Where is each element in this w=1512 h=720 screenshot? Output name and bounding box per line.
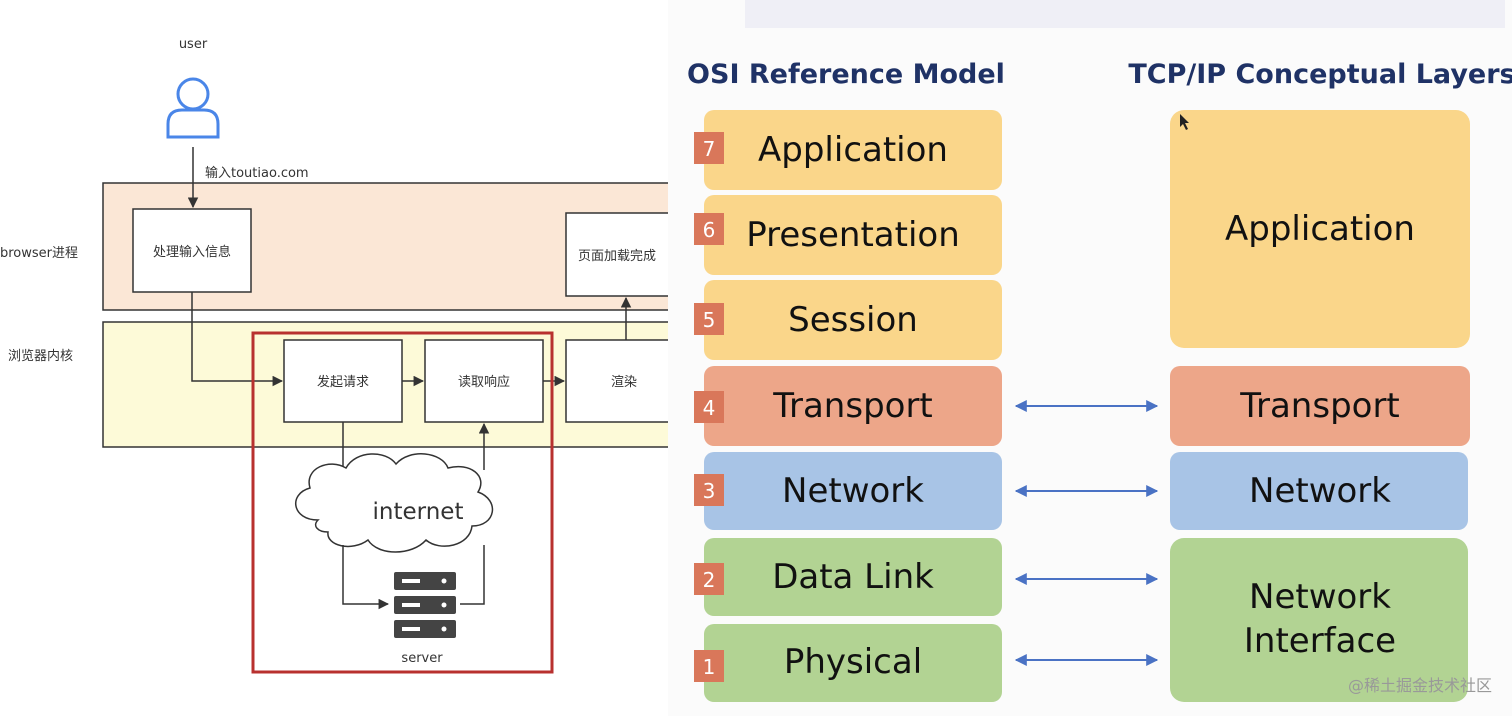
read-response-box	[424, 339, 544, 423]
read-response-text: 读取响应	[458, 374, 510, 390]
tcpip-title: TCP/IP Conceptual Layers	[1128, 59, 1512, 90]
send-request-text: 发起请求	[317, 374, 369, 390]
browser-process-label: browser进程	[0, 246, 78, 261]
osi-title: OSI Reference Model	[687, 59, 1005, 90]
osi-layer-6	[704, 195, 1002, 275]
server-icon	[394, 572, 456, 638]
tcpip-layer-network	[1170, 452, 1468, 530]
handle-input-text: 处理输入信息	[153, 244, 231, 260]
tcpip-name-application: Application	[1225, 209, 1415, 249]
osi-badge-3	[694, 474, 724, 506]
osi-badge-5	[694, 303, 724, 335]
osi-num-5: 5	[703, 308, 716, 332]
user-icon	[166, 77, 220, 139]
osi-name-5: Session	[788, 300, 918, 340]
tcpip-name-transport: Transport	[1239, 386, 1400, 426]
network-frame	[251, 331, 554, 674]
osi-badge-7	[694, 132, 724, 164]
server-label: server	[401, 651, 443, 666]
osi-badge-1	[694, 650, 724, 682]
tcpip-name-network: Network	[1249, 471, 1391, 511]
browser-flow-diagram: browser进程 浏览器内核 user 输入toutiao.com 处理输入信…	[0, 37, 684, 674]
mouse-cursor-icon	[1180, 114, 1189, 130]
top-image-strip	[745, 0, 1505, 28]
render-text: 渲染	[611, 375, 637, 390]
osi-layer-4	[704, 366, 1002, 446]
osi-num-1: 1	[703, 655, 716, 679]
osi-layer-3	[704, 452, 1002, 530]
osi-name-6: Presentation	[746, 215, 960, 255]
watermark: @稀土掘金技术社区	[1348, 676, 1492, 695]
input-url-label: 输入toutiao.com	[205, 165, 309, 181]
osi-badge-4	[694, 391, 724, 423]
osi-layer-1	[704, 624, 1002, 702]
osi-layer-2	[704, 538, 1002, 616]
osi-num-2: 2	[703, 568, 716, 592]
osi-num-4: 4	[703, 396, 716, 420]
page-loaded-text: 页面加载完成	[578, 249, 656, 264]
tcpip-name-network-interface-line2: Interface	[1244, 621, 1396, 661]
osi-name-4: Transport	[772, 386, 933, 426]
tcpip-layer-transport	[1170, 366, 1470, 446]
internet-cloud	[294, 453, 494, 553]
osi-num-7: 7	[703, 137, 716, 161]
osi-name-1: Physical	[784, 642, 922, 682]
osi-name-3: Network	[782, 471, 924, 511]
tcpip-name-network-interface-line1: Network	[1249, 577, 1391, 617]
osi-tcpip-diagram: OSI Reference Model TCP/IP Conceptual La…	[668, 0, 1512, 716]
user-label: user	[179, 37, 208, 52]
osi-name-2: Data Link	[772, 557, 934, 597]
osi-badge-6	[694, 213, 724, 245]
osi-layer-5	[704, 280, 1002, 360]
osi-num-3: 3	[703, 479, 716, 503]
tcpip-layer-application	[1170, 110, 1470, 348]
osi-name-7: Application	[758, 130, 948, 170]
osi-badge-2	[694, 563, 724, 595]
tcpip-layer-network-interface	[1170, 538, 1468, 702]
internet-label: internet	[373, 499, 464, 525]
osi-num-6: 6	[703, 218, 716, 242]
kernel-label: 浏览器内核	[8, 348, 73, 364]
osi-layer-7	[704, 110, 1002, 190]
